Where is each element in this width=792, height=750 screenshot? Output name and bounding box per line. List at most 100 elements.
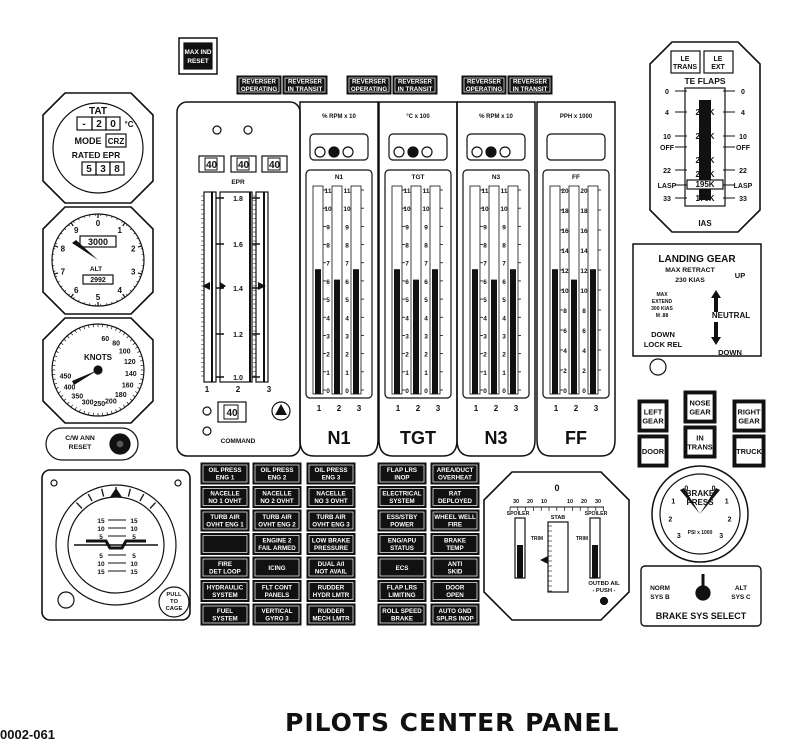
gauge-tick-label: 0 [424, 388, 428, 395]
light-label: HYDRAULIC [207, 585, 244, 592]
gauge-tick-label: 9 [424, 224, 428, 231]
light-label: RIGHT [738, 407, 761, 416]
gauge-name: FF [565, 428, 587, 448]
gauge-tick-label: 12 [580, 268, 588, 275]
pitch-value: 10 [130, 526, 138, 533]
light-label: ICING [268, 565, 285, 572]
button-face[interactable] [183, 42, 213, 70]
gauge-tick-label: 0 [582, 388, 586, 395]
gauge-level-bar [552, 269, 558, 394]
flap-tick-label: OFF [736, 145, 751, 152]
epr-tick-label: 1.0 [233, 375, 243, 382]
gauge-tick-label: 18 [580, 208, 588, 215]
gauge-tick-label: 8 [502, 243, 506, 250]
tick-line [78, 409, 81, 413]
light-frame [202, 464, 248, 483]
light-housing [200, 556, 250, 579]
adjust-knob[interactable] [57, 591, 75, 609]
light-label: DOOR [446, 585, 465, 592]
tick-line [139, 378, 144, 380]
selector-switch[interactable] [695, 585, 711, 601]
gauge-tick-label: 6 [345, 279, 349, 286]
engine-indicator [421, 146, 433, 158]
gauge-tick-label: 8 [326, 243, 330, 250]
tick-line [116, 299, 118, 302]
gauge-tick-label: 5 [345, 297, 349, 304]
panel-screw [243, 125, 253, 135]
epr-readout-window [198, 155, 225, 173]
engine-indicator [393, 146, 405, 158]
tick-line [60, 394, 64, 398]
gauge-tick-label: 1 [424, 370, 428, 377]
tick-line [129, 289, 132, 292]
light-label: FIRE [448, 522, 462, 529]
tick-line [116, 218, 118, 221]
le-ext-light [703, 50, 734, 74]
light-label: ENG 3 [322, 475, 341, 482]
lock-release-button[interactable] [649, 358, 667, 376]
airspeed-numeral: 250 [94, 401, 106, 408]
light-housing [236, 75, 282, 95]
gauge-level-bar [413, 279, 419, 394]
flap-tick-label: 33 [739, 196, 747, 203]
gauge-tick-label: 2 [405, 352, 409, 359]
pressure-value: 3 [677, 533, 681, 540]
right-brake-pointer [700, 488, 720, 514]
outbd-ail-push-button[interactable] [599, 596, 609, 606]
scale-name: TGT [412, 174, 425, 181]
instrument-bezel [42, 92, 154, 204]
tick-line [52, 360, 57, 362]
button-bezel[interactable] [178, 37, 218, 75]
light-frame [202, 605, 248, 624]
gauge-tick-label: 2 [345, 352, 349, 359]
light-label: AUTO GND [439, 608, 472, 615]
light-label: LOW BRAKE [312, 538, 350, 545]
epr-readout: 40 [206, 160, 218, 171]
pull-to-cage-knob[interactable] [158, 586, 190, 618]
light-label: NOT AVAIL [315, 569, 347, 576]
stab-label: STAB [551, 515, 566, 521]
gauge-tick-label: 10 [403, 206, 411, 213]
tick-line [121, 296, 123, 299]
gauge-tick-label: 9 [405, 224, 409, 231]
aileron-zero: 0 [554, 483, 559, 493]
engine-number: 3 [436, 404, 441, 413]
light-face [640, 402, 666, 430]
down-label: DOWN [718, 348, 742, 357]
gauge-tick-label: 10 [422, 206, 430, 213]
command-arrow[interactable] [275, 404, 287, 415]
placard-text: EXTEND [652, 299, 673, 305]
engine-number: 2 [494, 404, 499, 413]
light-label: WHEEL WELL [434, 514, 476, 521]
light-label: REVERSER [288, 79, 323, 86]
light-frame [509, 77, 551, 93]
trim-label: TRIM [576, 536, 588, 542]
tick-line [111, 216, 113, 219]
gauge-tick-label: 4 [502, 315, 506, 322]
light-frame [379, 511, 425, 530]
landing-gear-title: LANDING GEAR [658, 254, 736, 265]
tick-line [101, 488, 105, 497]
light-housing [306, 533, 356, 555]
spoiler-fill [517, 545, 523, 578]
airspeed-numeral: 350 [71, 394, 83, 401]
gauge-tick-label: 1 [483, 370, 487, 377]
gauge-tick-label: 8 [345, 243, 349, 250]
light-label: LE [681, 56, 690, 63]
epr-tick-label: 1.4 [233, 286, 243, 293]
pressure-value: 1 [671, 498, 675, 505]
panel-frame [640, 565, 762, 627]
left-brake-pointer [680, 488, 700, 514]
reset-knob-center[interactable] [115, 439, 125, 449]
gauge-tick-label: 10 [481, 206, 489, 213]
gauge-tick-label: 20 [561, 188, 569, 195]
command-knob[interactable] [271, 401, 291, 421]
